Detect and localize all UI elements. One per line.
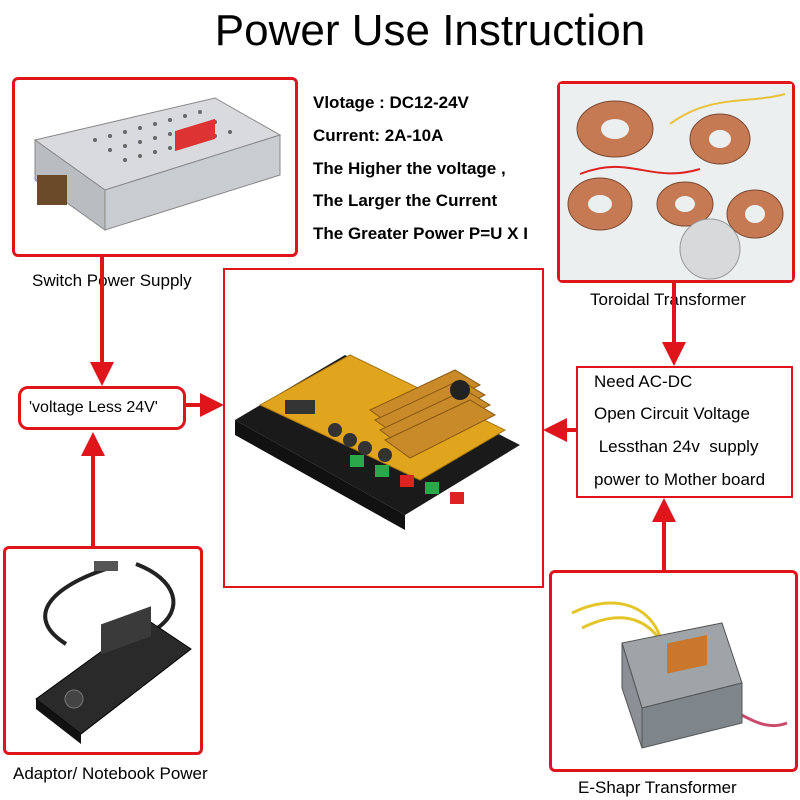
e-shape-transformer-icon [571, 601, 788, 749]
switch-power-supply-icon [33, 97, 282, 231]
spec-voltage: Vlotage : DC12-24V [313, 93, 469, 112]
acdc-note-line-1: Need AC-DC [594, 372, 693, 391]
voltage-label-box: 'voltage Less 24V' [18, 386, 186, 430]
eshape-transformer-caption: E-Shapr Transformer [578, 778, 737, 797]
spec-greater-power: The Greater Power P=U X I [313, 224, 528, 243]
acdc-note-line-2: Open Circuit Voltage [594, 404, 750, 423]
amplifier-board-icon [235, 354, 520, 530]
acdc-note-line-3: Lessthan 24v supply [594, 437, 759, 456]
spec-larger-current: The Larger the Current [313, 191, 498, 210]
spec-higher-voltage: The Higher the voltage , [313, 159, 506, 178]
voltage-label: 'voltage Less 24V' [29, 399, 158, 416]
page-title: Power Use Instruction [214, 6, 646, 55]
eshape-transformer-frame [549, 570, 798, 772]
acdc-note-line-4: power to Mother board [594, 470, 766, 489]
toroidal-transformer-frame [557, 81, 795, 283]
adaptor-caption: Adaptor/ Notebook Power [13, 764, 208, 783]
notebook-adapter-icon [35, 561, 192, 744]
acdc-note-box [576, 366, 793, 498]
amplifier-board-frame [223, 268, 544, 588]
toroidal-transformer-caption: Toroidal Transformer [590, 290, 746, 309]
toroidal-transformer-icon [560, 84, 792, 280]
spec-current: Current: 2A-10A [313, 126, 444, 145]
adaptor-frame [3, 546, 203, 755]
switch-power-supply-caption: Switch Power Supply [32, 271, 192, 290]
switch-power-supply-frame [12, 77, 298, 257]
